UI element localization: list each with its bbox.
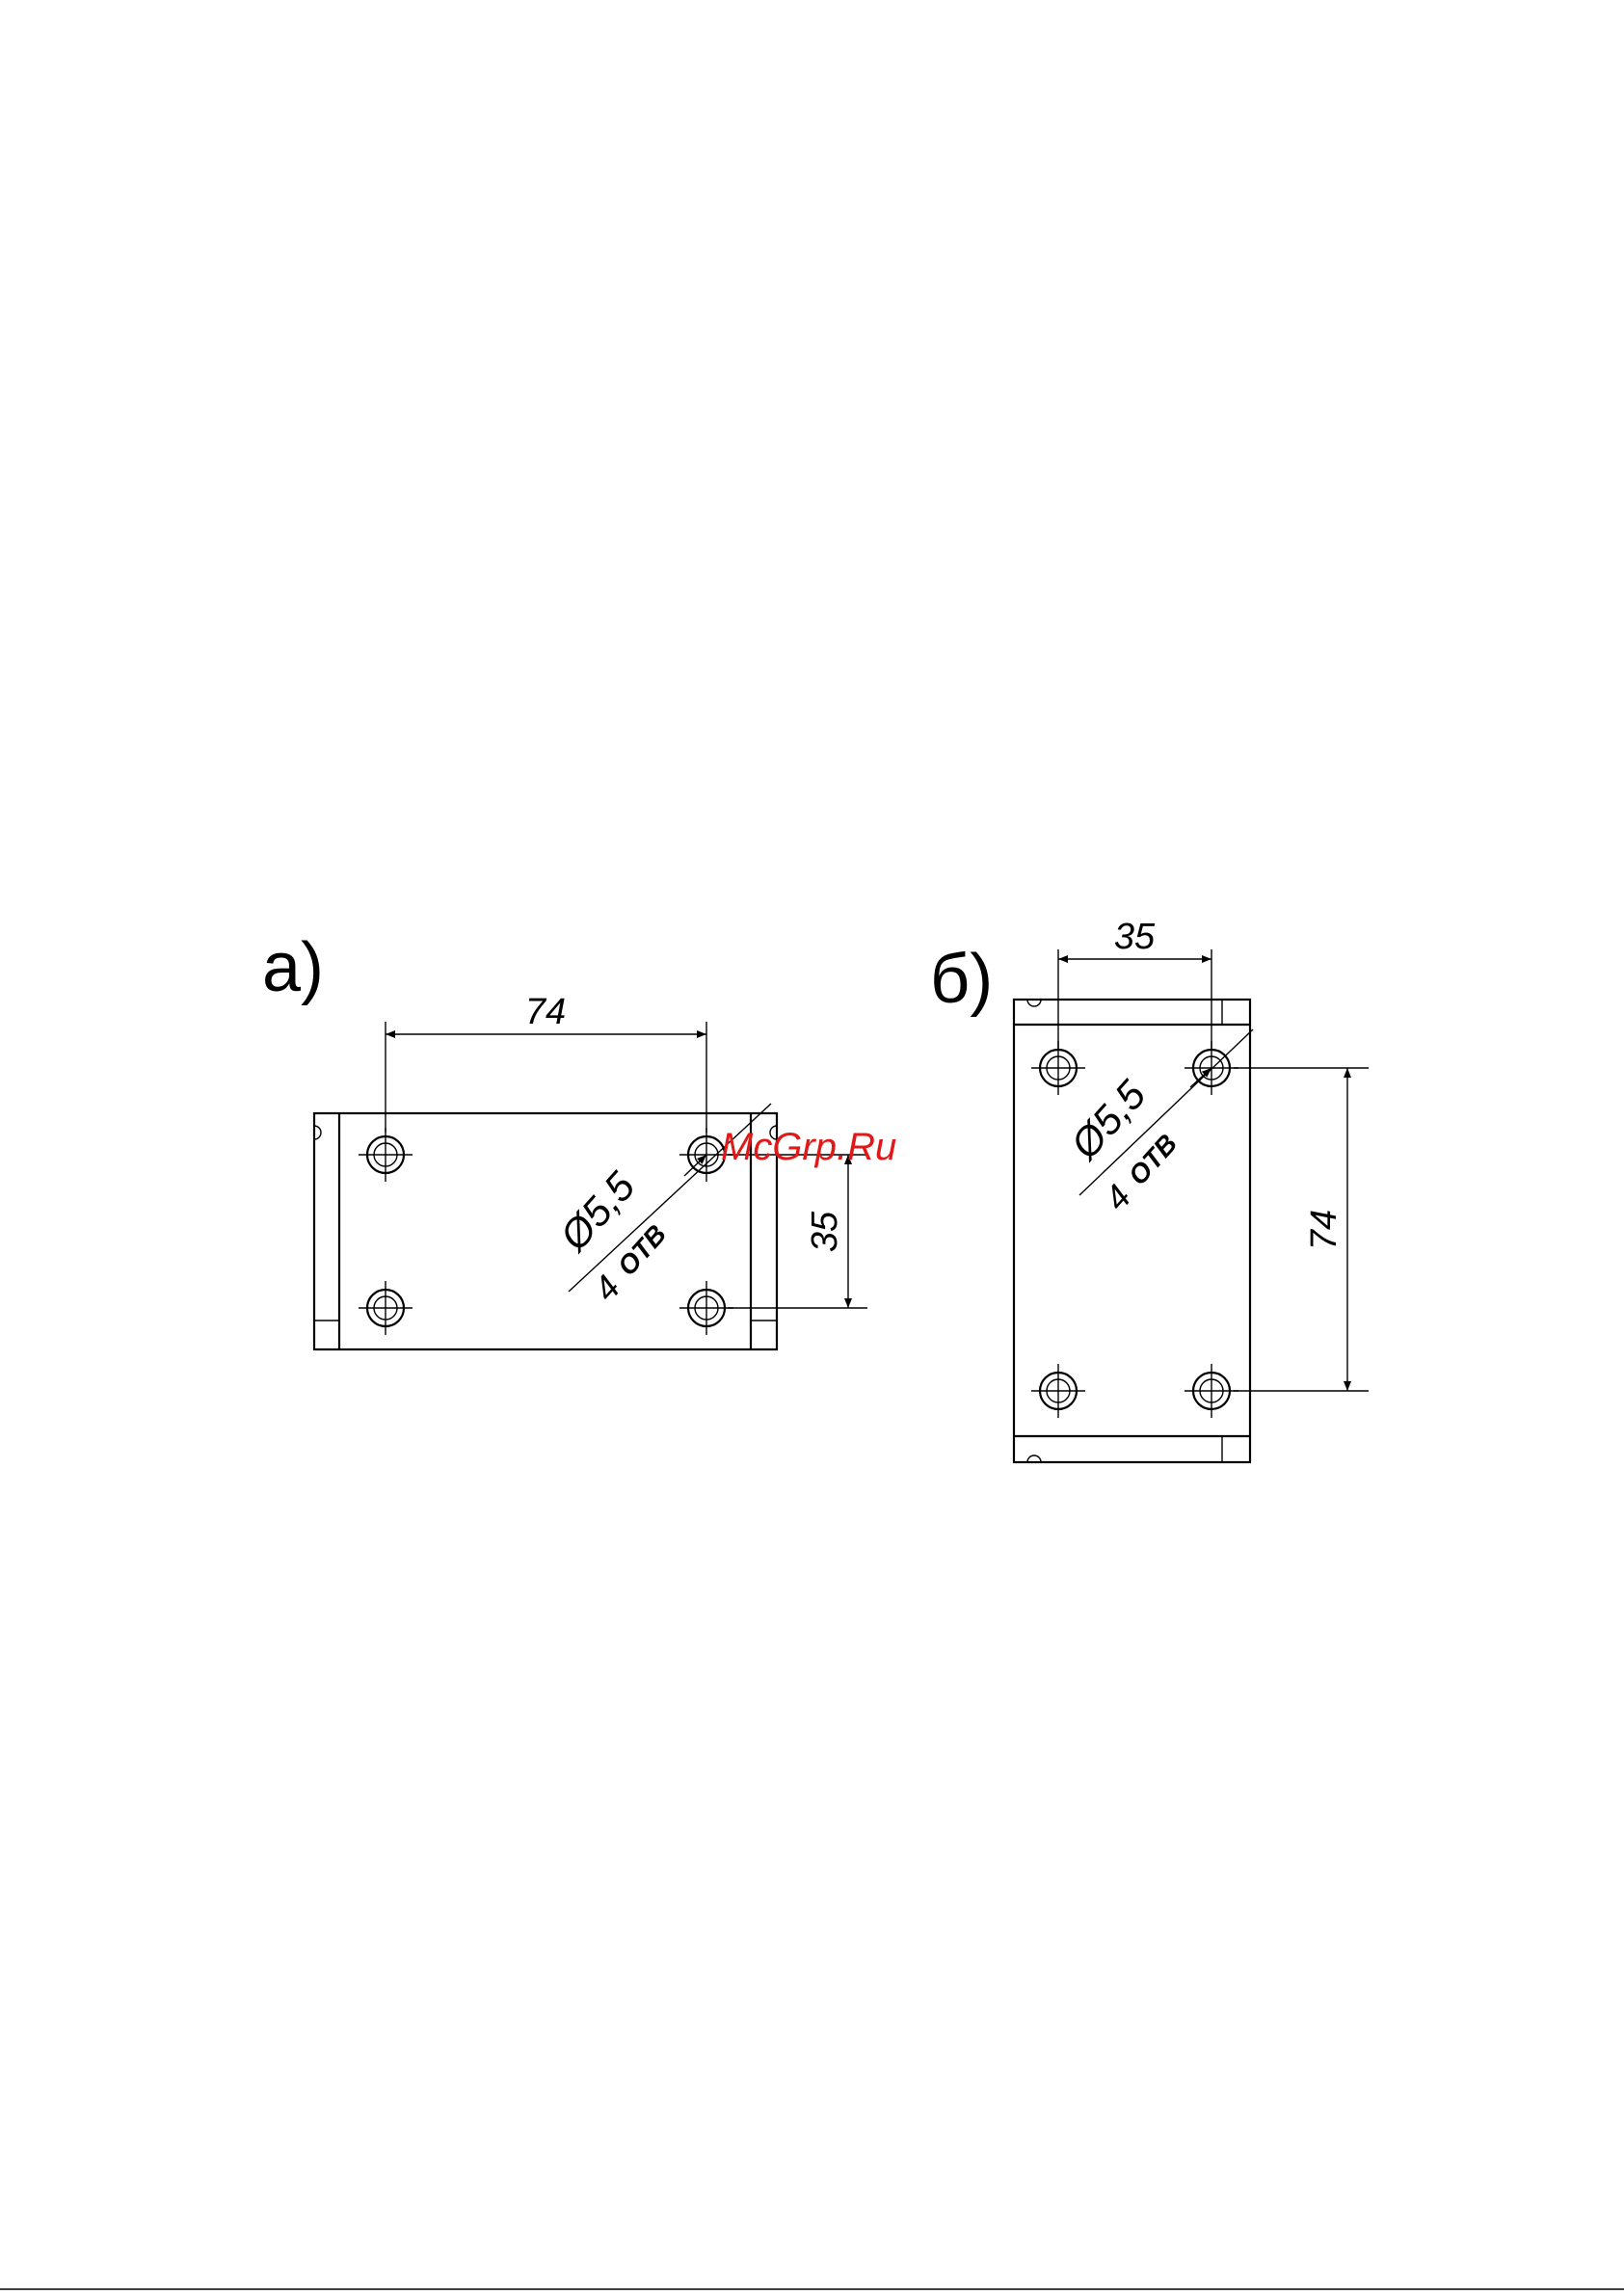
figure-a-width-dimension: 74: [386, 992, 706, 1133]
figure-a-height-label: 35: [805, 1211, 845, 1252]
figure-a-hole-bottom-left: [359, 1281, 413, 1335]
figure-b-plate: [1014, 1000, 1250, 1462]
figure-a-hole-count: 4: [585, 1268, 627, 1308]
figure-a-hole-top-left: [359, 1128, 413, 1182]
figure-b-height-label: 74: [1304, 1210, 1344, 1250]
figure-b-hole-count-unit: ОТВ: [1123, 1129, 1184, 1191]
figure-b-height-dimension: 74: [1234, 1068, 1369, 1391]
figure-a-label: а): [262, 929, 324, 1006]
figure-b-width-label: 35: [1114, 917, 1156, 957]
figure-b-width-dimension: 35: [1058, 917, 1211, 1049]
figure-b-hole-count: 4: [1096, 1177, 1138, 1217]
figure-a-height-dimension: 35: [728, 1155, 867, 1308]
figure-b-hole-bottom-left: [1031, 1364, 1085, 1418]
figure-b: б) 35: [930, 917, 1369, 1462]
figure-b-label: б): [930, 941, 993, 1018]
figure-b-hole-callout: Ø5,5 4 ОТВ: [1060, 1029, 1253, 1217]
figure-b-hole-bottom-right: [1185, 1364, 1238, 1418]
figure-a-width-label: 74: [525, 992, 566, 1032]
figure-a-hole-count-unit: ОТВ: [612, 1219, 673, 1282]
figure-a-hole-bottom-right: [679, 1281, 733, 1335]
figure-a-plate: [314, 1113, 777, 1349]
watermark: McGrp.Ru: [721, 1126, 896, 1168]
figure-b-hole-top-left: [1031, 1041, 1085, 1095]
